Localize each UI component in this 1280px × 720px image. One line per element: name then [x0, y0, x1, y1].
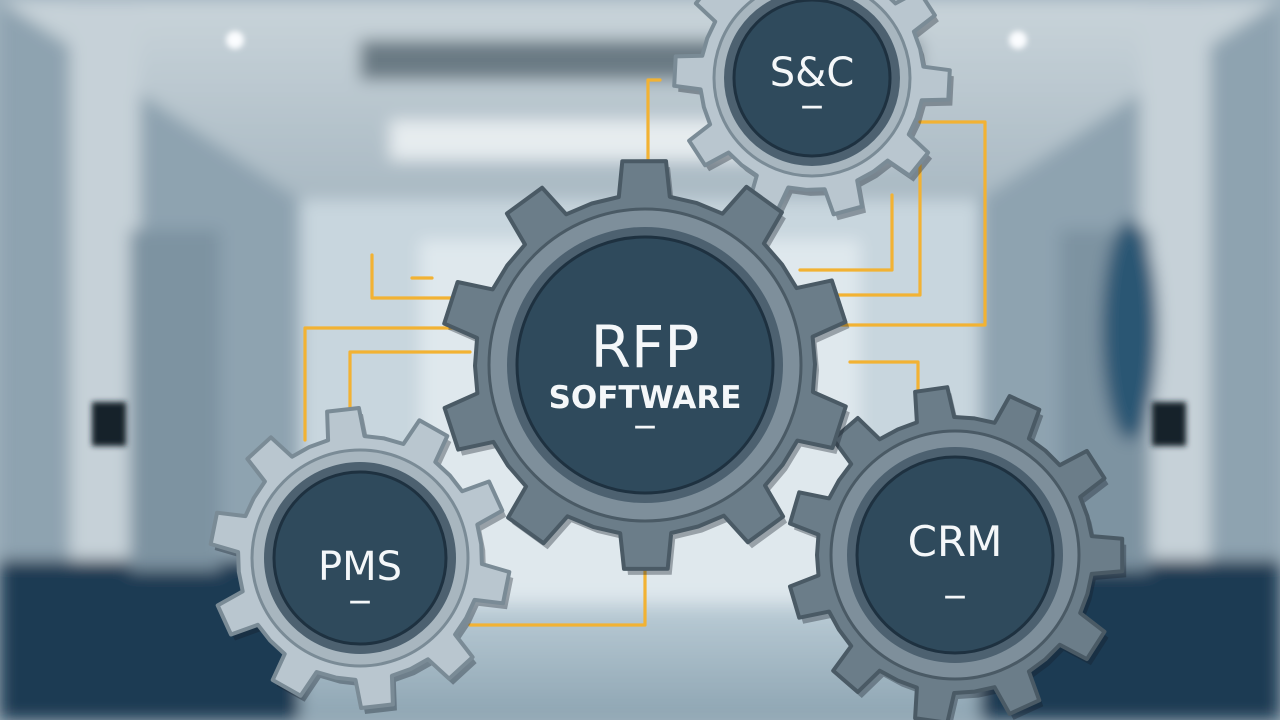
gear-label-sc: S&C	[770, 50, 855, 96]
connector-line	[348, 350, 472, 422]
gear-dash-rfp: —	[634, 414, 656, 439]
gear-dash-sc: —	[801, 94, 823, 119]
gear-face	[732, 0, 892, 158]
gear-dash-crm: —	[944, 584, 966, 609]
connector-line	[798, 163, 922, 297]
gear-sublabel-rfp: SOFTWARE	[549, 380, 742, 416]
gear-pms: PMS—	[208, 406, 514, 714]
gear-label-crm: CRM	[908, 517, 1003, 566]
connector-line	[848, 360, 920, 422]
connector-line	[798, 120, 987, 327]
connector-line	[303, 326, 472, 442]
gear-face	[855, 455, 1055, 655]
gear-sc: S&C—	[672, 0, 954, 221]
gear-crm: CRM —	[788, 385, 1127, 720]
gear-face	[272, 470, 448, 646]
gear-label-rfp: RFP	[591, 313, 700, 381]
connector-line	[798, 193, 894, 272]
connector-line	[468, 558, 647, 627]
gear-dash-pms: —	[349, 589, 371, 614]
gear-label-pms: PMS	[318, 544, 402, 590]
gear-face	[515, 235, 775, 495]
